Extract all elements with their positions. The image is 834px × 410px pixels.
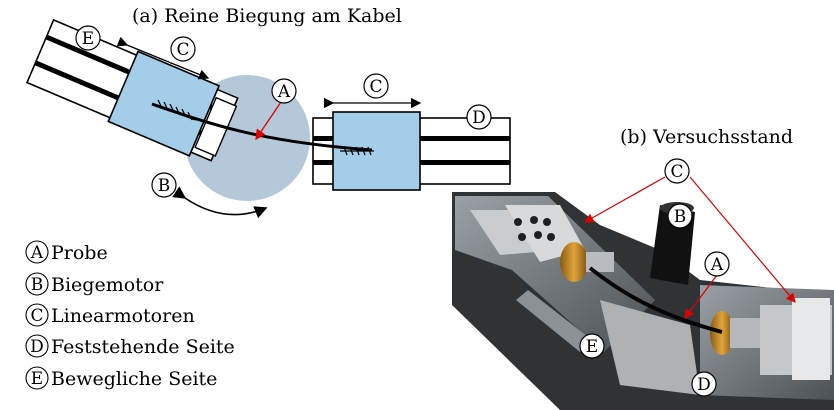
svg-text:D: D xyxy=(472,108,486,128)
marker-e-b: E xyxy=(579,333,605,359)
marker-b-a: B xyxy=(151,172,177,198)
legend-label: Bewegliche Seite xyxy=(51,368,217,390)
svg-text:D: D xyxy=(697,375,711,395)
marker-b-b: B xyxy=(667,203,693,229)
svg-text:E: E xyxy=(586,337,598,357)
legend-item-b: B Biegemotor xyxy=(25,272,164,296)
marker-a-a: A xyxy=(271,78,297,104)
test-stand-photo xyxy=(452,192,834,410)
svg-text:C: C xyxy=(176,40,189,60)
marker-e-a: E xyxy=(75,25,101,51)
legend: A Probe B Biegemotor C Linearmotoren D F… xyxy=(25,240,235,390)
svg-text:B: B xyxy=(31,275,44,295)
svg-text:C: C xyxy=(30,306,43,326)
marker-c-a2: C xyxy=(363,73,389,99)
svg-text:B: B xyxy=(674,207,687,227)
clamp-hatch-fixed xyxy=(340,146,374,156)
marker-d-b: D xyxy=(691,371,717,397)
caption-a: (a) Reine Biegung am Kabel xyxy=(132,5,402,27)
bending-rotation-arrow xyxy=(172,186,268,219)
legend-item-a: A Probe xyxy=(25,240,108,264)
svg-text:D: D xyxy=(30,337,44,357)
caption-b: (b) Versuchsstand xyxy=(620,126,793,148)
legend-label: Linearmotoren xyxy=(51,305,195,327)
marker-c-b: C xyxy=(664,158,690,184)
marker-d-a: D xyxy=(466,104,492,130)
legend-item-e: E Bewegliche Seite xyxy=(25,366,217,390)
svg-text:A: A xyxy=(277,82,291,102)
legend-label: Probe xyxy=(51,242,108,264)
svg-text:C: C xyxy=(369,77,382,97)
svg-text:A: A xyxy=(710,255,724,275)
moving-side-assembly xyxy=(25,18,239,162)
legend-item-c: C Linearmotoren xyxy=(25,303,195,327)
legend-item-d: D Feststehende Seite xyxy=(25,334,235,358)
marker-c-a1: C xyxy=(170,36,196,62)
legend-label: Biegemotor xyxy=(51,274,164,296)
photo-callouts xyxy=(583,176,796,319)
pointer-sample-a xyxy=(255,101,282,141)
svg-text:B: B xyxy=(158,176,171,196)
legend-label: Feststehende Seite xyxy=(51,336,235,358)
clamp-hatch-moving xyxy=(153,99,196,121)
svg-text:E: E xyxy=(82,29,94,49)
marker-a-b: A xyxy=(704,251,730,277)
svg-text:C: C xyxy=(670,162,683,182)
svg-text:A: A xyxy=(30,243,44,263)
svg-text:E: E xyxy=(31,369,43,389)
stroke-arrow-moving xyxy=(116,36,210,80)
